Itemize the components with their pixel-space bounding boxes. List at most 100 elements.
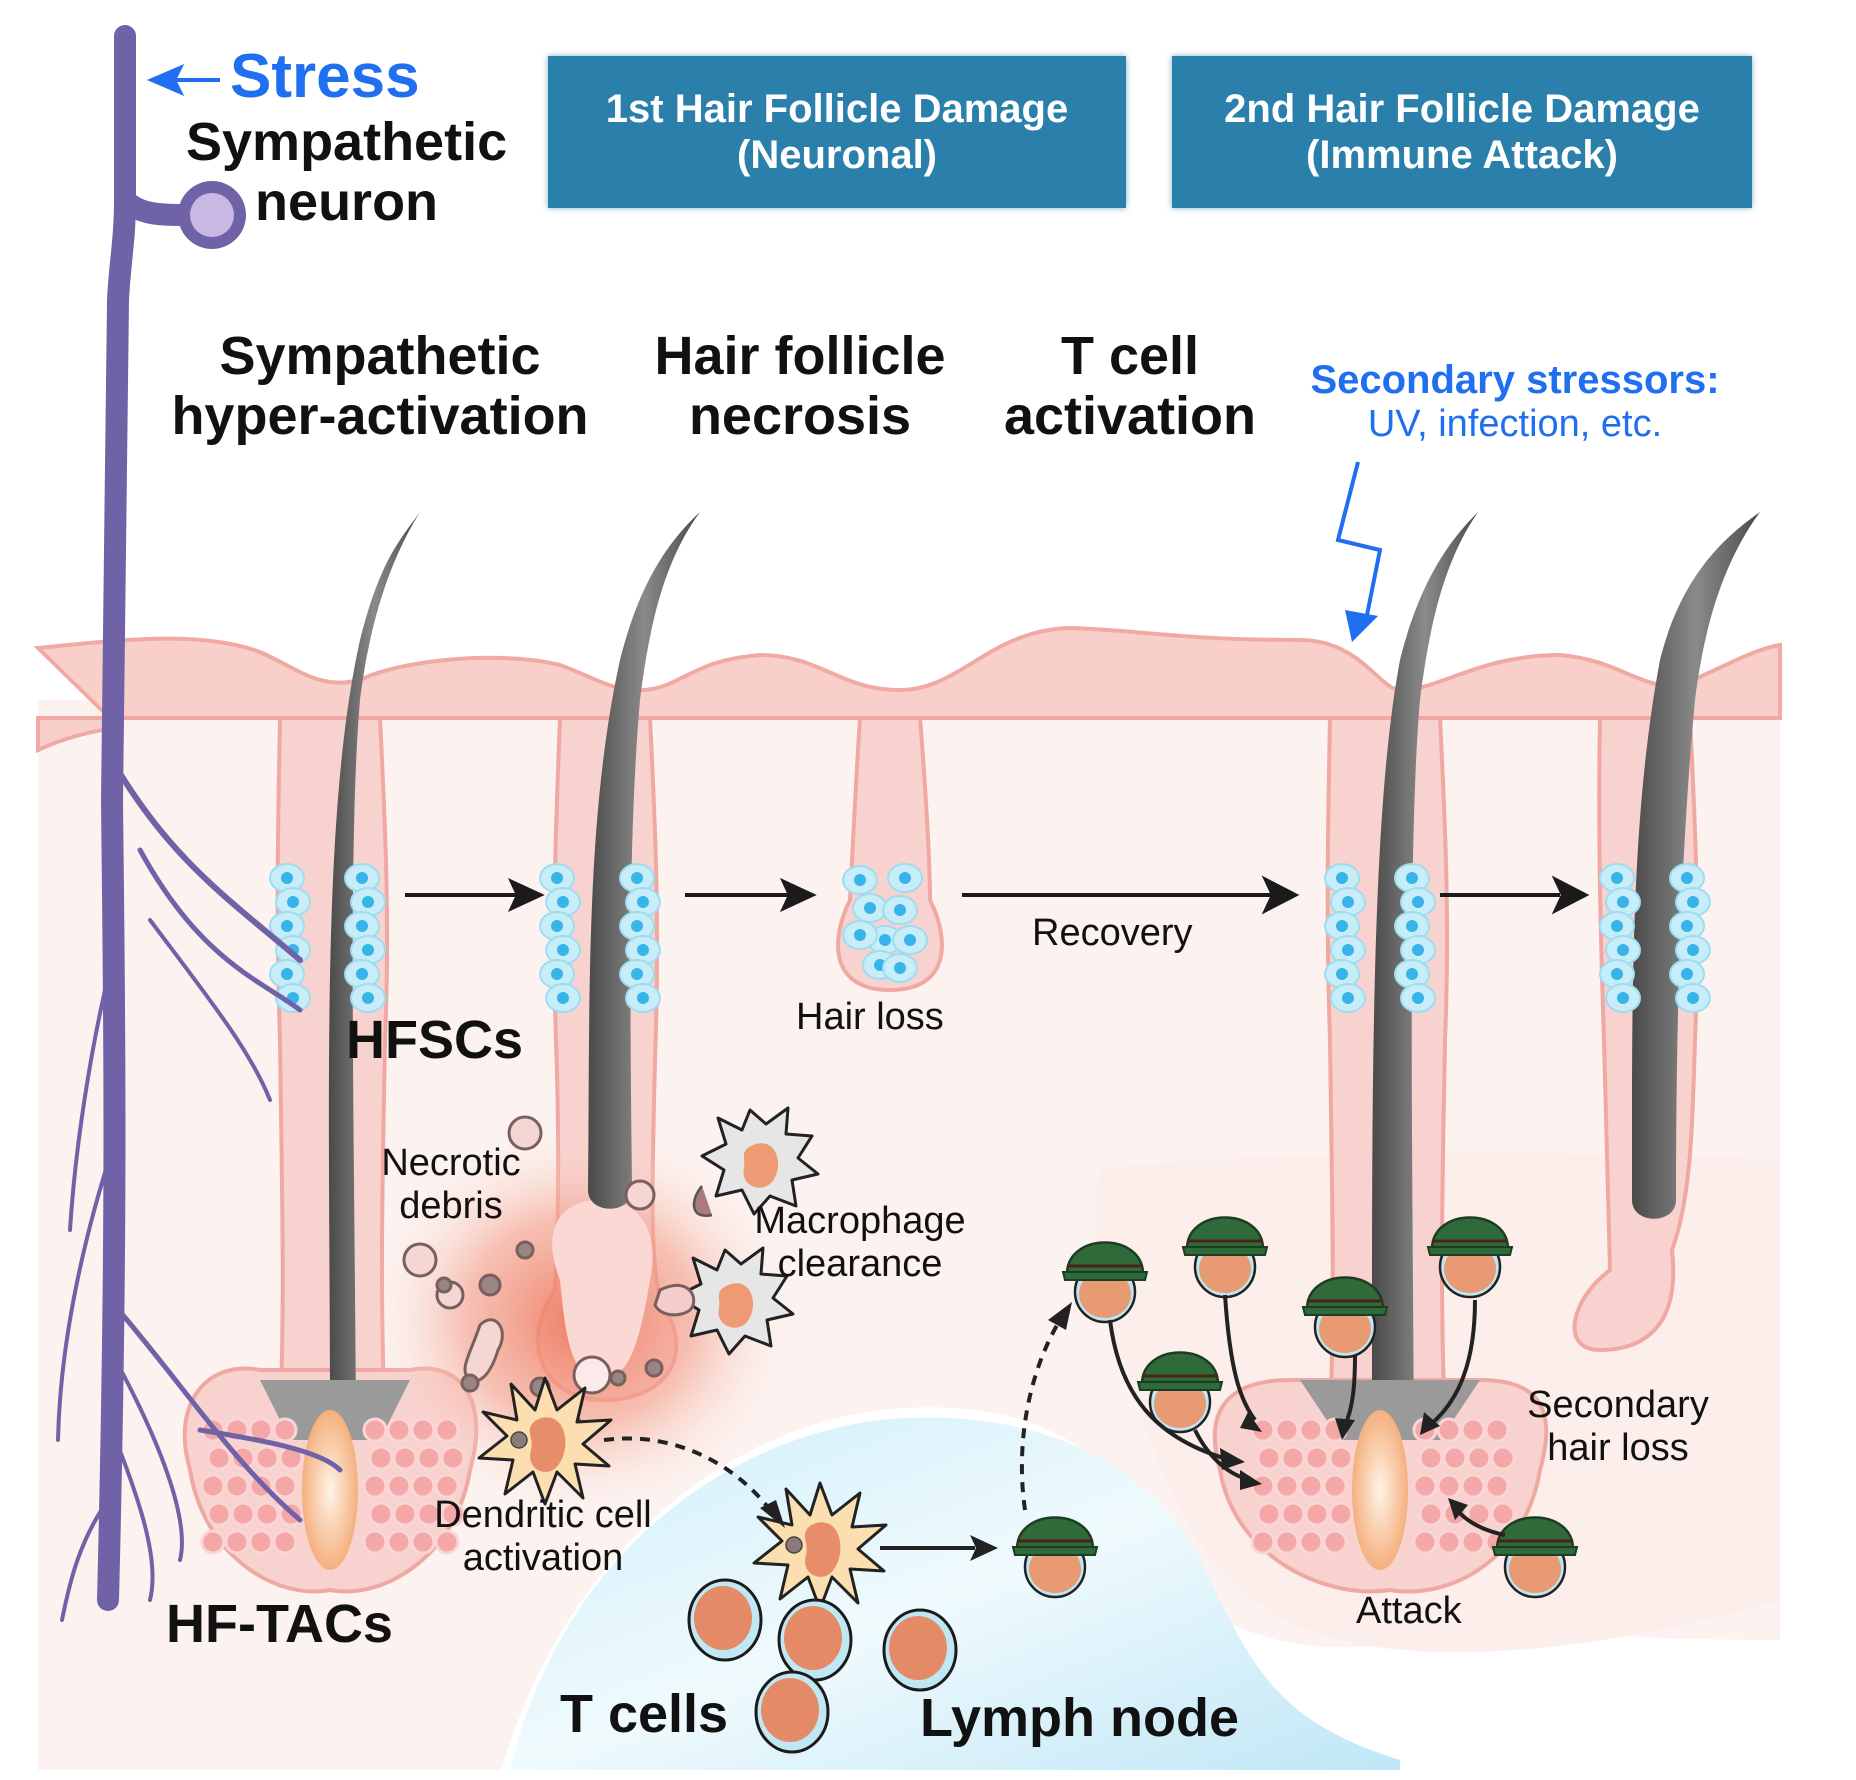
hair-shaft-2 bbox=[588, 512, 700, 1209]
hf-tac-cell bbox=[206, 1445, 232, 1471]
hfsc-cell bbox=[882, 895, 918, 925]
hfsc-cell bbox=[545, 983, 581, 1013]
hf-tac-cell bbox=[1484, 1473, 1510, 1499]
step-t-cell-activation: T cell activation bbox=[1003, 326, 1257, 447]
hfsc-cell bbox=[892, 925, 928, 955]
hf-tac-cell bbox=[1298, 1417, 1324, 1443]
hf-tac-cell bbox=[1466, 1445, 1492, 1471]
stress-label: Stress bbox=[230, 42, 420, 111]
hf-tac-cell bbox=[1328, 1445, 1354, 1471]
hfsc-cell bbox=[842, 865, 878, 895]
t-cell-3 bbox=[754, 1670, 830, 1754]
hf-tac-cell bbox=[1490, 1501, 1516, 1527]
hf-tac-cell bbox=[440, 1445, 466, 1471]
hf-tac-cell bbox=[1280, 1445, 1306, 1471]
hf-tac-cell bbox=[1280, 1501, 1306, 1527]
hfsc-cell bbox=[1675, 983, 1711, 1013]
hfscs-label: HFSCs bbox=[346, 1010, 524, 1070]
hf-tac-cell bbox=[368, 1445, 394, 1471]
hf-tac-cell bbox=[1460, 1473, 1486, 1499]
hf-tac-cell bbox=[434, 1417, 460, 1443]
hf-tac-cell bbox=[1412, 1473, 1438, 1499]
hf-tac-cell bbox=[386, 1473, 412, 1499]
necrotic-debris-label: Necrotic debris bbox=[381, 1142, 521, 1227]
hfsc-cell bbox=[1605, 983, 1641, 1013]
hfsc-cell bbox=[842, 920, 878, 950]
hf-tac-cell bbox=[200, 1473, 226, 1499]
t-cell-2 bbox=[777, 1598, 853, 1682]
hf-tac-cell bbox=[254, 1445, 280, 1471]
hfsc-cell bbox=[852, 893, 888, 923]
hf-tac-cell bbox=[272, 1473, 298, 1499]
dermal-papilla-1 bbox=[302, 1410, 358, 1570]
secondary-hair-loss-label: Secondary hair loss bbox=[1527, 1384, 1709, 1469]
macrophage-clearance-label: Macrophage clearance bbox=[754, 1200, 966, 1285]
hf-tacs-label: HF-TACs bbox=[166, 1594, 393, 1654]
hf-tac-cell bbox=[386, 1417, 412, 1443]
step-sympathetic-hyperactivation: Sympathetic hyper-activation bbox=[171, 326, 589, 447]
hf-tac-cell bbox=[272, 1529, 298, 1555]
hf-tac-cell bbox=[1322, 1529, 1348, 1555]
t-cell-1 bbox=[687, 1578, 763, 1662]
sympathetic-neuron-label: Sympathetic neuron bbox=[186, 112, 508, 233]
hf-tac-cell bbox=[1442, 1445, 1468, 1471]
hf-tac-cell bbox=[386, 1529, 412, 1555]
hf-tac-cell bbox=[1460, 1529, 1486, 1555]
hf-tac-cell bbox=[224, 1473, 250, 1499]
hf-tac-cell bbox=[1274, 1473, 1300, 1499]
hfsc-cell bbox=[1330, 983, 1366, 1013]
hf-tac-cell bbox=[1328, 1501, 1354, 1527]
hf-tac-cell bbox=[416, 1445, 442, 1471]
hf-tac-cell bbox=[1436, 1529, 1462, 1555]
hf-tac-cell bbox=[1298, 1529, 1324, 1555]
hf-tac-cell bbox=[392, 1445, 418, 1471]
hfsc-cell bbox=[350, 983, 386, 1013]
hf-tac-cell bbox=[206, 1501, 232, 1527]
hf-tac-cell bbox=[1298, 1473, 1324, 1499]
dendritic-cell-activation-label: Dendritic cell activation bbox=[434, 1494, 652, 1579]
hf-tac-cell bbox=[1418, 1501, 1444, 1527]
hf-tac-cell bbox=[1304, 1445, 1330, 1471]
hf-tac-cell bbox=[362, 1473, 388, 1499]
hf-tac-cell bbox=[224, 1529, 250, 1555]
hf-tac-cell bbox=[1250, 1473, 1276, 1499]
lightning-arrow-icon bbox=[1335, 461, 1383, 626]
hf-tac-cell bbox=[272, 1417, 298, 1443]
hair-shaft-5 bbox=[1631, 512, 1760, 1219]
hf-tac-cell bbox=[1250, 1529, 1276, 1555]
hf-tac-cell bbox=[362, 1417, 388, 1443]
hf-tac-cell bbox=[254, 1501, 280, 1527]
hf-tac-cell bbox=[200, 1529, 226, 1555]
hf-tac-cell bbox=[1436, 1417, 1462, 1443]
hf-tac-cell bbox=[368, 1501, 394, 1527]
secondary-stressors-label: Secondary stressors: UV, infection, etc. bbox=[1310, 358, 1720, 445]
stage-box-1st-damage: 1st Hair Follicle Damage (Neuronal) bbox=[548, 56, 1126, 208]
step-hair-follicle-necrosis: Hair follicle necrosis bbox=[654, 326, 946, 447]
recovery-label: Recovery bbox=[1032, 912, 1193, 954]
hf-tac-cell bbox=[1436, 1473, 1462, 1499]
hair-shaft-4 bbox=[1371, 512, 1478, 1440]
lymph-node-region bbox=[510, 1417, 1400, 1770]
progression-arrows bbox=[405, 875, 1590, 915]
hf-tac-cell bbox=[362, 1529, 388, 1555]
hf-tac-cell bbox=[1418, 1445, 1444, 1471]
t-cell-4 bbox=[882, 1608, 958, 1692]
lymph-node-label: Lymph node bbox=[920, 1688, 1239, 1748]
hfsc-cell bbox=[1400, 983, 1436, 1013]
t-cells-label: T cells bbox=[560, 1684, 729, 1744]
hf-tac-cell bbox=[1484, 1417, 1510, 1443]
attack-label: Attack bbox=[1356, 1590, 1462, 1632]
hf-tac-cell bbox=[410, 1417, 436, 1443]
hf-tac-cell bbox=[230, 1501, 256, 1527]
stress-arrow-icon bbox=[146, 64, 220, 96]
hfsc-cell bbox=[882, 953, 918, 983]
hfsc-cell bbox=[887, 863, 923, 893]
stage-box-2nd-damage: 2nd Hair Follicle Damage (Immune Attack) bbox=[1172, 56, 1752, 208]
hair-loss-label: Hair loss bbox=[796, 996, 944, 1038]
hf-tac-cell bbox=[1274, 1417, 1300, 1443]
hf-tac-cell bbox=[1274, 1529, 1300, 1555]
hf-tac-cell bbox=[1256, 1445, 1282, 1471]
hf-tac-cell bbox=[1304, 1501, 1330, 1527]
